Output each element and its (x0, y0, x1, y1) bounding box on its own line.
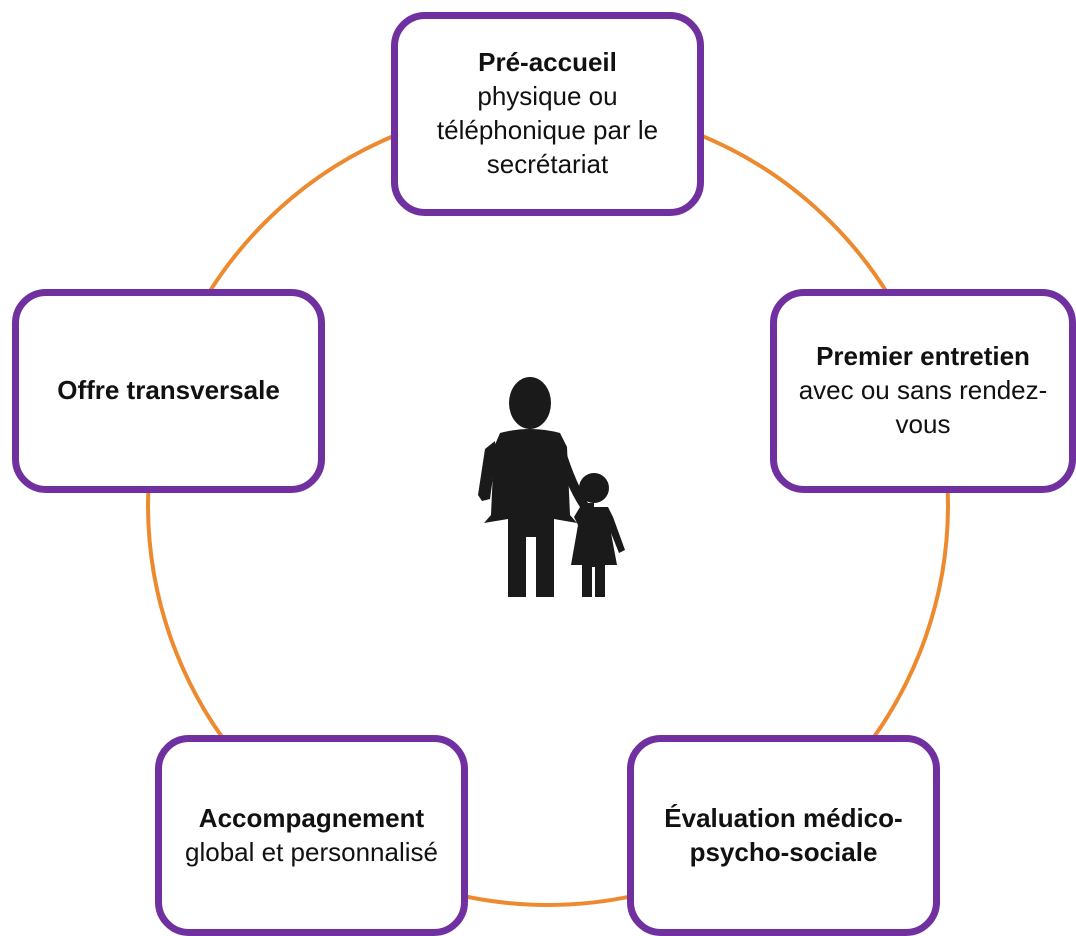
step-offre-transversale-title: Offre transversale (57, 375, 280, 406)
step-pre-accueil-title: Pré-accueil (478, 47, 617, 78)
step-evaluation-title: Évaluation médico-psycho-sociale (664, 802, 903, 867)
step-premier-entretien-title: Premier entretien (816, 341, 1030, 372)
step-pre-accueil: Pré-accueil physique ou téléphonique par… (391, 12, 704, 216)
step-pre-accueil-description: physique ou téléphonique par le secrétar… (436, 81, 659, 179)
step-premier-entretien: Premier entretien avec ou sans rendez-vo… (770, 289, 1076, 493)
step-offre-transversale: Offre transversale (12, 289, 325, 493)
step-premier-entretien-description: avec ou sans rendez-vous (798, 375, 1048, 439)
step-accompagnement: Accompagnement global et personnalisé (155, 735, 468, 936)
step-accompagnement-description: global et personnalisé (185, 836, 438, 867)
parent-with-child-icon (478, 377, 625, 597)
step-accompagnement-title: Accompagnement (198, 802, 425, 833)
step-evaluation: Évaluation médico-psycho-sociale (627, 735, 940, 936)
